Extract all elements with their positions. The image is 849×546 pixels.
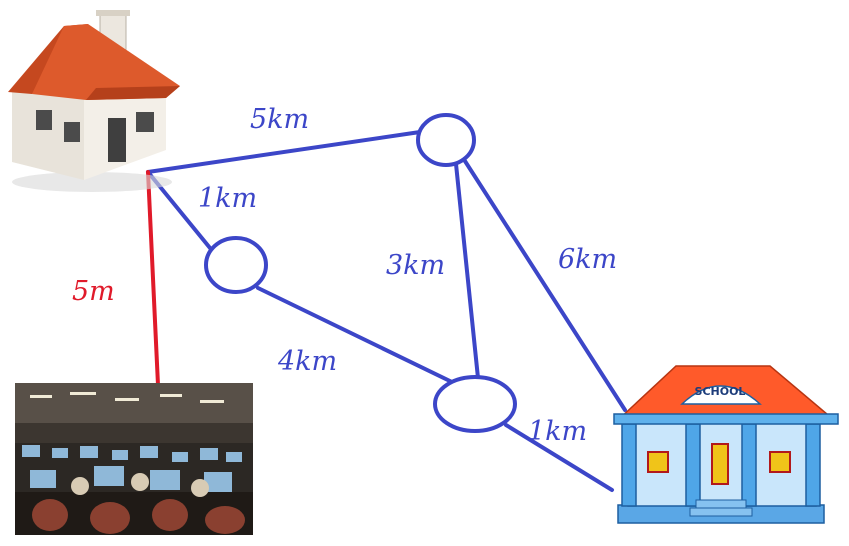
label-node-b-to-node-c: 4km <box>277 346 337 377</box>
edge-home-to-cafe <box>146 170 160 387</box>
edge-node-a-to-node-c <box>454 162 480 380</box>
edge-node-a-to-school <box>461 156 627 412</box>
house-illustration <box>8 10 180 192</box>
edge-node-c-to-school <box>504 423 614 492</box>
label-home-to-cafe: 5m <box>72 276 115 307</box>
nodes <box>204 113 517 433</box>
school-illustration: SCHOOL <box>613 365 839 524</box>
school-sign-text: SCHOOL <box>695 385 746 398</box>
internet-cafe-photo <box>15 383 253 535</box>
node-b <box>204 236 268 294</box>
edge-node-b-to-node-c <box>256 286 454 384</box>
label-node-a-to-school: 6km <box>558 244 617 275</box>
node-c <box>433 375 517 433</box>
label-node-a-to-node-c: 3km <box>386 250 445 281</box>
label-home-to-node-b: 1km <box>198 183 257 214</box>
edge-home-to-node-a <box>146 130 422 174</box>
node-a <box>416 113 476 167</box>
label-node-c-to-school: 1km <box>528 416 587 447</box>
label-home-to-node-a: 5km <box>250 104 309 135</box>
